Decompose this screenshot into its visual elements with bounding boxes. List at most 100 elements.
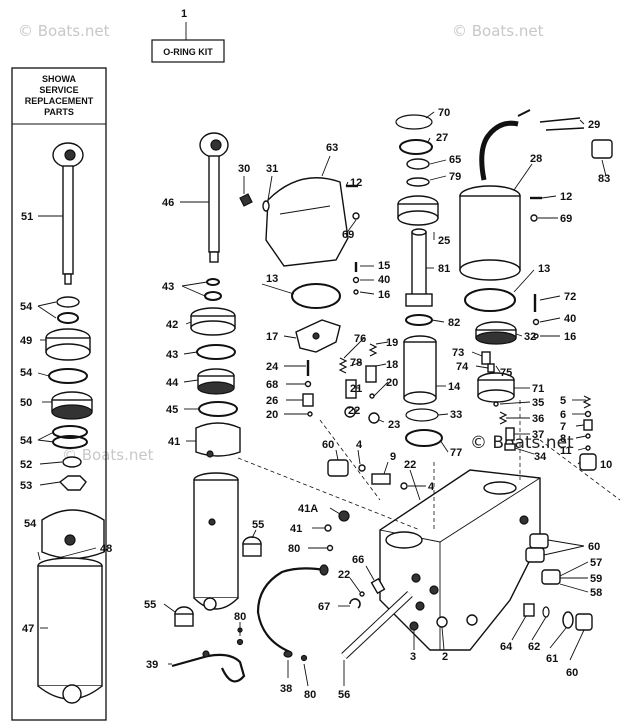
watermarks: © Boats.net © Boats.net © Boats.net © Bo… [18, 22, 574, 464]
callout-8: 8 [560, 433, 566, 445]
callout-20-lower: 20 [266, 409, 278, 421]
oring-kit-label: O-RING KIT [163, 47, 213, 57]
callout-22-lower: 22 [338, 569, 350, 581]
callout-13-left: 13 [266, 273, 278, 285]
callout-5: 5 [560, 395, 566, 407]
callout-54-lower: 54 [20, 435, 33, 447]
callout-36: 36 [532, 413, 544, 425]
callout-24: 24 [266, 361, 279, 373]
callout-54-bottom: 54 [24, 518, 37, 530]
callout-19: 19 [386, 337, 398, 349]
trim-motor-group [239, 109, 613, 490]
callout-66: 66 [352, 554, 364, 566]
callout-80-mid: 80 [234, 611, 246, 623]
callout-42: 42 [166, 319, 178, 331]
callout-2: 2 [442, 651, 448, 663]
callout-71: 71 [532, 383, 544, 395]
callout-34: 34 [534, 451, 547, 463]
callout-50: 50 [20, 397, 32, 409]
callout-40-lower: 40 [564, 313, 576, 325]
showa-header-line-4: PARTS [44, 107, 74, 117]
callout-56: 56 [338, 689, 350, 701]
callout-37: 37 [532, 429, 544, 441]
callout-41-lower: 41 [290, 523, 302, 535]
callout-64: 64 [500, 641, 513, 653]
callout-54-upper: 54 [20, 301, 33, 313]
callout-53: 53 [20, 480, 32, 492]
watermark-top-right: © Boats.net [452, 22, 544, 40]
oring-kit-box: O-RING KIT [151, 22, 225, 63]
callout-60-bottom: 60 [566, 667, 578, 679]
callout-14: 14 [448, 381, 461, 393]
showa-header-line-1: SHOWA [42, 74, 77, 84]
callout-1: 1 [181, 8, 187, 20]
callout-41: 41 [168, 436, 180, 448]
callout-44: 44 [166, 377, 179, 389]
callout-47: 47 [22, 623, 34, 635]
callout-10: 10 [600, 459, 612, 471]
callout-7: 7 [560, 421, 566, 433]
callout-12-left: 12 [350, 177, 362, 189]
callout-51: 51 [21, 211, 33, 223]
callout-52: 52 [20, 459, 32, 471]
callout-68: 68 [266, 379, 278, 391]
callout-35: 35 [532, 397, 544, 409]
watermark-mid-right: © Boats.net [470, 433, 574, 453]
callout-59: 59 [590, 573, 602, 585]
callout-69-right: 69 [560, 213, 572, 225]
callout-38: 38 [280, 683, 292, 695]
callout-72: 72 [564, 291, 576, 303]
showa-header-line-3: REPLACEMENT [25, 96, 94, 106]
callout-62: 62 [528, 641, 540, 653]
callout-32: 32 [524, 331, 536, 343]
callout-75: 75 [500, 367, 512, 379]
callout-6: 6 [560, 409, 566, 421]
callout-80-lower: 80 [304, 689, 316, 701]
callout-60-right: 60 [588, 541, 600, 553]
callout-3: 3 [410, 651, 416, 663]
showa-panel: SHOWA SERVICE REPLACEMENT PARTS [11, 67, 107, 721]
callout-80-upper: 80 [288, 543, 300, 555]
callout-70: 70 [438, 107, 450, 119]
callout-labels: 1 29 70 2 7 63 28 6 5 79 8 3 30 31 12 12 46… [20, 8, 612, 701]
leader-lines [37, 111, 607, 687]
callout-73: 73 [452, 347, 464, 359]
callout-67: 67 [318, 601, 330, 613]
callout-20-upper: 20 [386, 377, 398, 389]
tilt-cylinder-group [171, 132, 329, 683]
callout-78: 78 [350, 357, 362, 369]
showa-header-line-2: SERVICE [39, 85, 78, 95]
callout-30: 30 [238, 163, 250, 175]
callout-81: 81 [438, 263, 450, 275]
callout-43-upper: 43 [162, 281, 174, 293]
callout-22-mid: 22 [404, 459, 416, 471]
callout-61: 61 [546, 653, 558, 665]
callout-46: 46 [162, 197, 174, 209]
callout-17: 17 [266, 331, 278, 343]
callout-76: 76 [354, 333, 366, 345]
watermark-top-left: © Boats.net [18, 22, 110, 40]
callout-11: 11 [560, 445, 572, 457]
callout-63: 63 [326, 142, 338, 154]
callout-15: 15 [378, 260, 390, 272]
callout-43-lower: 43 [166, 349, 178, 361]
callout-9: 9 [390, 451, 396, 463]
callout-54-mid: 54 [20, 367, 33, 379]
callout-55-lower: 55 [144, 599, 156, 611]
callout-55-upper: 55 [252, 519, 264, 531]
callout-74: 74 [456, 361, 469, 373]
callout-79: 79 [449, 171, 461, 183]
callout-28: 28 [530, 153, 542, 165]
callout-18: 18 [386, 359, 398, 371]
callout-39: 39 [146, 659, 158, 671]
callout-25: 25 [438, 235, 450, 247]
callout-31: 31 [266, 163, 278, 175]
callout-29: 29 [588, 119, 600, 131]
callout-82: 82 [448, 317, 460, 329]
callout-58: 58 [590, 587, 602, 599]
callout-13-right: 13 [538, 263, 550, 275]
callout-60-left: 60 [322, 439, 334, 451]
callout-12-right: 12 [560, 191, 572, 203]
callout-49: 49 [20, 335, 32, 347]
